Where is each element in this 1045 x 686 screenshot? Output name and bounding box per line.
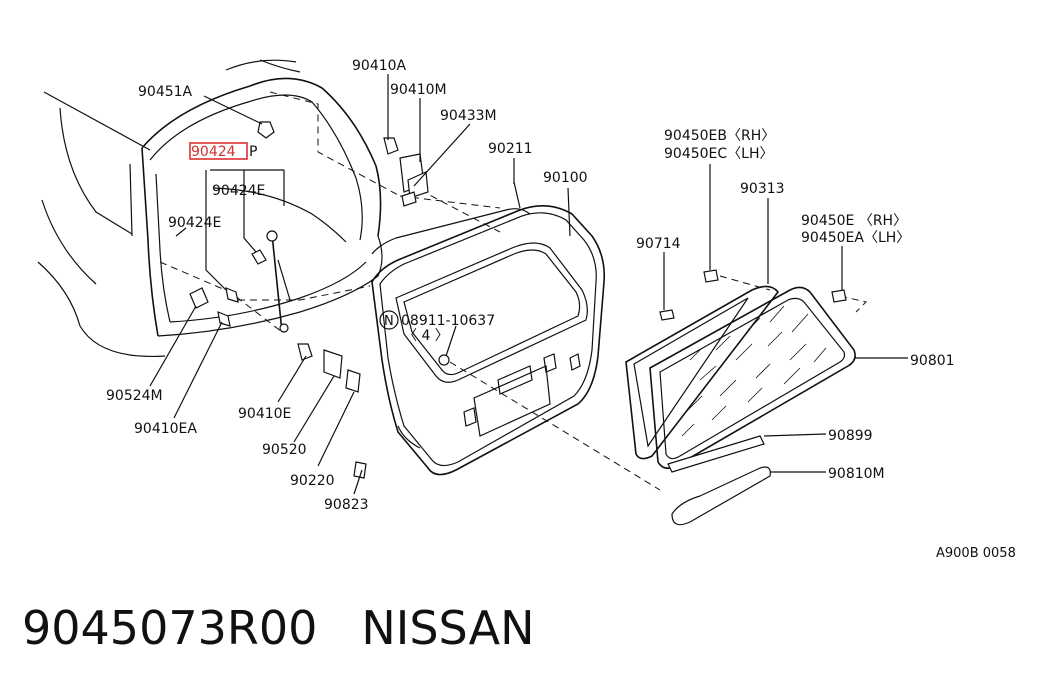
- back-door-90100: [371, 181, 606, 476]
- bolts-left: [189, 121, 275, 327]
- label-90410A: 90410A: [352, 58, 407, 74]
- label-90810M: 90810M: [828, 466, 885, 482]
- label-90801: 90801: [910, 353, 955, 369]
- lock-parts-90410E: [297, 343, 367, 479]
- rear-glass-90313: [625, 285, 780, 460]
- garnish-90899: [667, 435, 765, 473]
- label-90424P-number: 90424: [191, 144, 236, 160]
- label-90220: 90220: [290, 473, 335, 489]
- label-90424E-lower: 90424E: [168, 215, 221, 231]
- label-90410M: 90410M: [390, 82, 447, 98]
- highlight-box: [189, 142, 248, 160]
- label-90524M: 90524M: [106, 388, 163, 404]
- label-90520: 90520: [262, 442, 307, 458]
- label-90899: 90899: [828, 428, 873, 444]
- spoiler-90810M: [671, 466, 771, 526]
- label-90823: 90823: [324, 497, 369, 513]
- rear-glass-90801: [649, 286, 856, 470]
- parts-diagram: 90451A 90424 P 90424E 90424E 90410A 9041…: [37, 58, 1016, 561]
- brand-name: NISSAN: [361, 601, 535, 655]
- vehicle-body: [37, 59, 383, 358]
- part-number: 9045073R00: [22, 601, 318, 655]
- label-90424P-suffix: P: [249, 144, 257, 160]
- assembly-leader-lines: [159, 91, 867, 491]
- label-08911-10637: 08911-10637: [401, 313, 495, 329]
- label-90424E-upper: 90424E: [212, 183, 265, 199]
- label-90450EC: 90450EC〈LH〉: [664, 146, 773, 162]
- label-90410E: 90410E: [238, 406, 291, 422]
- gas-strut-90450: [266, 230, 291, 333]
- glass-hatching: [681, 305, 827, 437]
- label-90211: 90211: [488, 141, 533, 157]
- label-90714: 90714: [636, 236, 681, 252]
- label-90100: 90100: [543, 170, 588, 186]
- label-90313: 90313: [740, 181, 785, 197]
- label-08911-quantity: 〈 4 〉: [403, 328, 449, 344]
- label-90410EA: 90410EA: [134, 421, 197, 437]
- clips-glass: [659, 269, 847, 321]
- hinge-90410M: [383, 137, 429, 207]
- label-n-marker: N: [384, 314, 394, 329]
- label-90433M: 90433M: [440, 108, 497, 124]
- label-90450E: 90450E 〈RH〉: [801, 213, 907, 229]
- diagram-reference-code: A900B 0058: [936, 546, 1016, 561]
- label-90450EB: 90450EB〈RH〉: [664, 128, 775, 144]
- part-labels: 90451A 90424 P 90424E 90424E 90410A 9041…: [106, 58, 1016, 561]
- footer-caption: 9045073R00 NISSAN: [22, 596, 534, 660]
- label-leaders: [149, 74, 908, 495]
- label-90451A: 90451A: [138, 84, 193, 100]
- label-90450EA: 90450EA〈LH〉: [801, 230, 910, 246]
- n-circle-icon: [379, 310, 399, 330]
